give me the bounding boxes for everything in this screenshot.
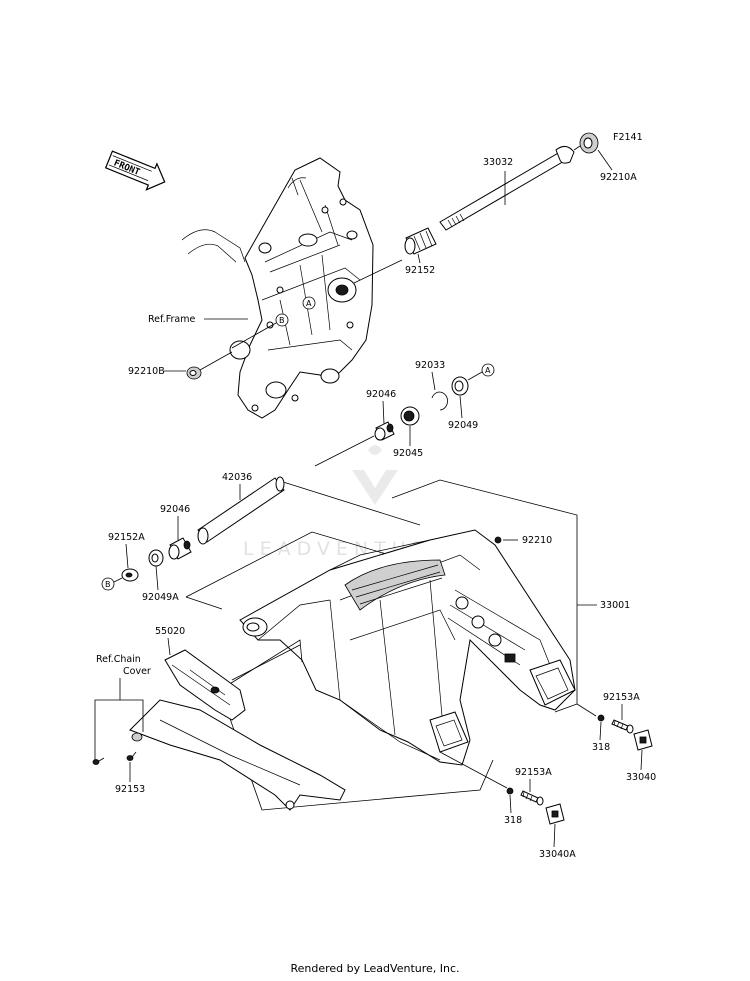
label-42036: 42036 [222,472,252,483]
footer-credit: Rendered by LeadVenture, Inc. [290,962,460,975]
callout-b-frame: B [231,313,289,349]
label-92153: 92153 [115,784,145,795]
label-92049a: 92049A [142,592,179,603]
adjuster-33040a [545,803,565,825]
bolt-92210 [494,536,502,544]
callout-b-left: B [101,577,123,591]
diagram-code: F2141 [613,132,643,143]
label-318-right: 318 [592,742,610,753]
needle-bearing-92046-top [374,421,395,441]
label-92152: 92152 [405,265,435,276]
svg-text:B: B [105,580,111,589]
collar-92152 [404,227,437,255]
label-92045: 92045 [393,448,423,459]
pivot-shaft-33032 [439,146,575,231]
chain-cover [129,699,346,811]
label-92153a-bottom: 92153A [515,767,552,778]
label-92210: 92210 [522,535,552,546]
label-ref-chain-1: Ref.Chain [96,654,141,665]
svg-text:A: A [306,299,312,308]
swingarm-33001 [239,529,576,766]
callout-a-frame: A [302,296,316,310]
bolt-92153 [126,751,137,761]
bearing-92045 [400,406,420,426]
label-33040a: 33040A [539,849,576,860]
nut-318-right [597,714,605,722]
collar-42036 [197,476,285,545]
label-92033: 92033 [415,360,445,371]
frame-drawing [181,157,374,419]
label-ref-frame: Ref.Frame [148,314,195,325]
nut-92210b [186,351,233,380]
label-92210b: 92210B [128,366,165,377]
label-92046-top: 92046 [366,389,396,400]
svg-text:A: A [485,366,491,375]
front-arrow: FRONT [104,150,166,191]
label-92210a: 92210A [600,172,637,183]
collar-92152a [121,568,139,582]
bolt-92153a-right [611,719,634,734]
label-92046-left: 92046 [160,504,190,515]
bolt-92153-left [92,757,105,765]
svg-text:B: B [279,316,285,325]
seal-92049a [148,549,164,567]
chain-guide-55020 [164,649,246,721]
label-33032: 33032 [483,157,513,168]
label-33001: 33001 [600,600,630,611]
label-92049: 92049 [448,420,478,431]
needle-bearing-92046-left [168,537,192,560]
adjuster-33040 [633,729,653,751]
bolt-92153a-bottom [520,790,544,806]
nut-92210a [573,132,599,154]
label-92153a-right: 92153A [603,692,640,703]
callout-a-right: A [467,363,495,381]
label-92152a: 92152A [108,532,145,543]
nut-318-bottom [506,787,514,795]
circlip-92033 [431,391,448,411]
seal-92049 [451,376,469,396]
label-ref-chain-2: Cover [123,666,151,677]
label-55020: 55020 [155,626,185,637]
label-318-bottom: 318 [504,815,522,826]
label-33040: 33040 [626,772,656,783]
